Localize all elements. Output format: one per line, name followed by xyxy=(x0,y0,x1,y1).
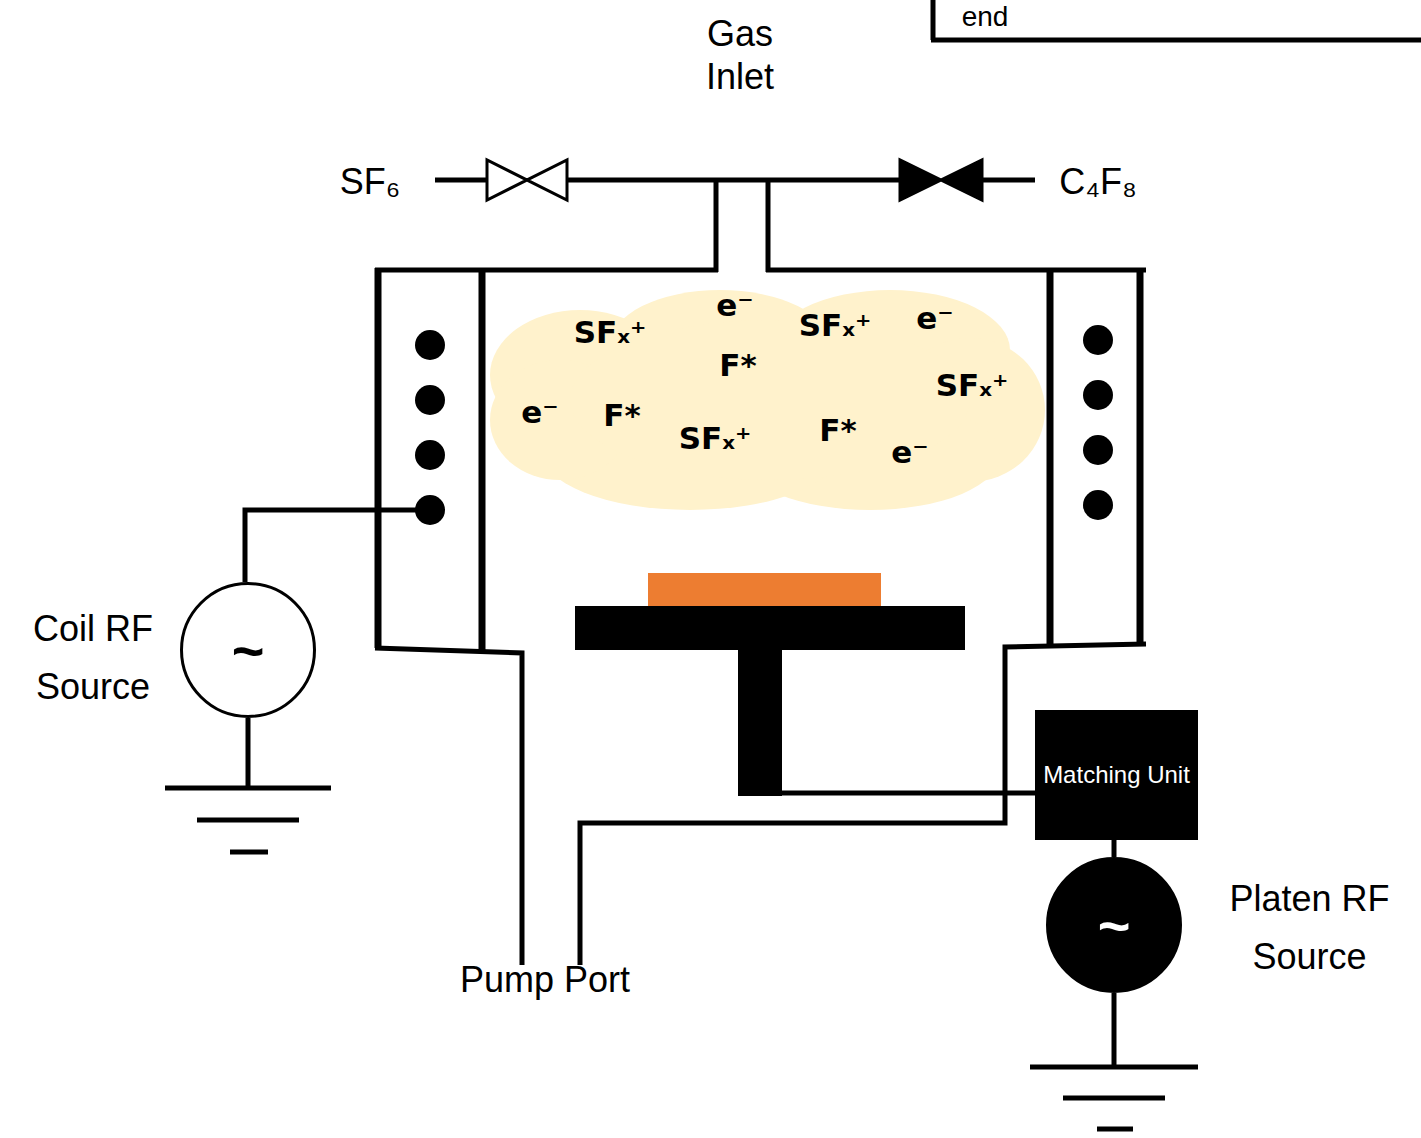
plasma-species: F* xyxy=(719,347,756,383)
plasma-species: SFₓ⁺ xyxy=(936,367,1009,403)
coil-turn xyxy=(415,385,445,415)
wafer xyxy=(648,573,881,607)
plasma-species: F* xyxy=(603,397,640,433)
ground-symbol xyxy=(197,818,299,823)
gas-inlet-pipe xyxy=(766,180,771,272)
chamber-wall xyxy=(1047,268,1054,645)
source-heading: Platen RF Source xyxy=(1207,870,1412,985)
rf-source-symbol: Coil RF Source~ xyxy=(180,582,316,718)
coil-turn xyxy=(1083,490,1113,520)
plasma-cloud: e⁻e⁻SFₓ⁺SFₓ⁺F*SFₓ⁺e⁻F*F*SFₓ⁺e⁻ xyxy=(490,290,1045,510)
gas-inlet-pipe xyxy=(714,180,719,272)
matching-unit-box: Matching Unit xyxy=(1035,710,1198,840)
ground-symbol xyxy=(1097,1127,1133,1132)
gas-line xyxy=(567,178,900,183)
chamber-walls xyxy=(165,0,1421,1129)
plasma-species: F* xyxy=(819,412,856,448)
plasma-species: SFₓ⁺ xyxy=(574,314,647,350)
ground-wire xyxy=(1112,993,1117,1067)
text-label: end xyxy=(962,0,1009,34)
closed-valve xyxy=(900,160,982,200)
source-heading: Coil RF Source xyxy=(13,600,173,715)
gas-line xyxy=(435,178,487,183)
platen xyxy=(575,606,965,650)
box-label: Matching Unit xyxy=(1043,756,1190,794)
coil-turn xyxy=(415,495,445,525)
box-border xyxy=(931,38,1421,43)
chamber-top xyxy=(766,268,1146,273)
pump-port-wall xyxy=(375,648,522,965)
coil-housing xyxy=(375,268,382,648)
box-border xyxy=(931,0,936,40)
open-valve xyxy=(487,160,567,200)
platen-stem xyxy=(738,648,782,796)
ac-symbol: ~ xyxy=(1049,860,1179,990)
ground-symbol xyxy=(165,786,331,791)
text-label: Pump Port xyxy=(460,958,630,1001)
coil-turn xyxy=(415,440,445,470)
coil-turn xyxy=(1083,380,1113,410)
chamber-wall xyxy=(479,268,486,650)
chamber-top xyxy=(375,268,718,273)
wire-connector xyxy=(1114,840,1115,857)
rf-source-symbol: Platen RF Source~ xyxy=(1046,857,1182,993)
gas-line xyxy=(982,178,1035,183)
coil-wire xyxy=(245,510,430,582)
plasma-species: e⁻ xyxy=(891,434,928,470)
coil-turn xyxy=(1083,325,1113,355)
coil-turn xyxy=(1083,435,1113,465)
ac-symbol: ~ xyxy=(183,585,313,715)
plasma-species: SFₓ⁺ xyxy=(679,420,752,456)
plasma-species: e⁻ xyxy=(521,394,558,430)
ground-symbol xyxy=(1063,1096,1165,1101)
ground-wire xyxy=(246,718,251,788)
ground-symbol xyxy=(230,850,268,855)
text-label: SF₆ xyxy=(340,160,401,203)
platen-wire xyxy=(752,791,1035,796)
coil-housing xyxy=(1137,268,1144,645)
ground-symbol xyxy=(1030,1065,1198,1070)
plasma-species: e⁻ xyxy=(716,287,753,323)
plasma-species: SFₓ⁺ xyxy=(799,307,872,343)
wire-line xyxy=(1112,840,1117,857)
coil-turn xyxy=(415,330,445,360)
text-label: C₄F₈ xyxy=(1059,160,1137,203)
plasma-species: e⁻ xyxy=(916,300,953,336)
text-label: Gas Inlet xyxy=(675,12,805,98)
